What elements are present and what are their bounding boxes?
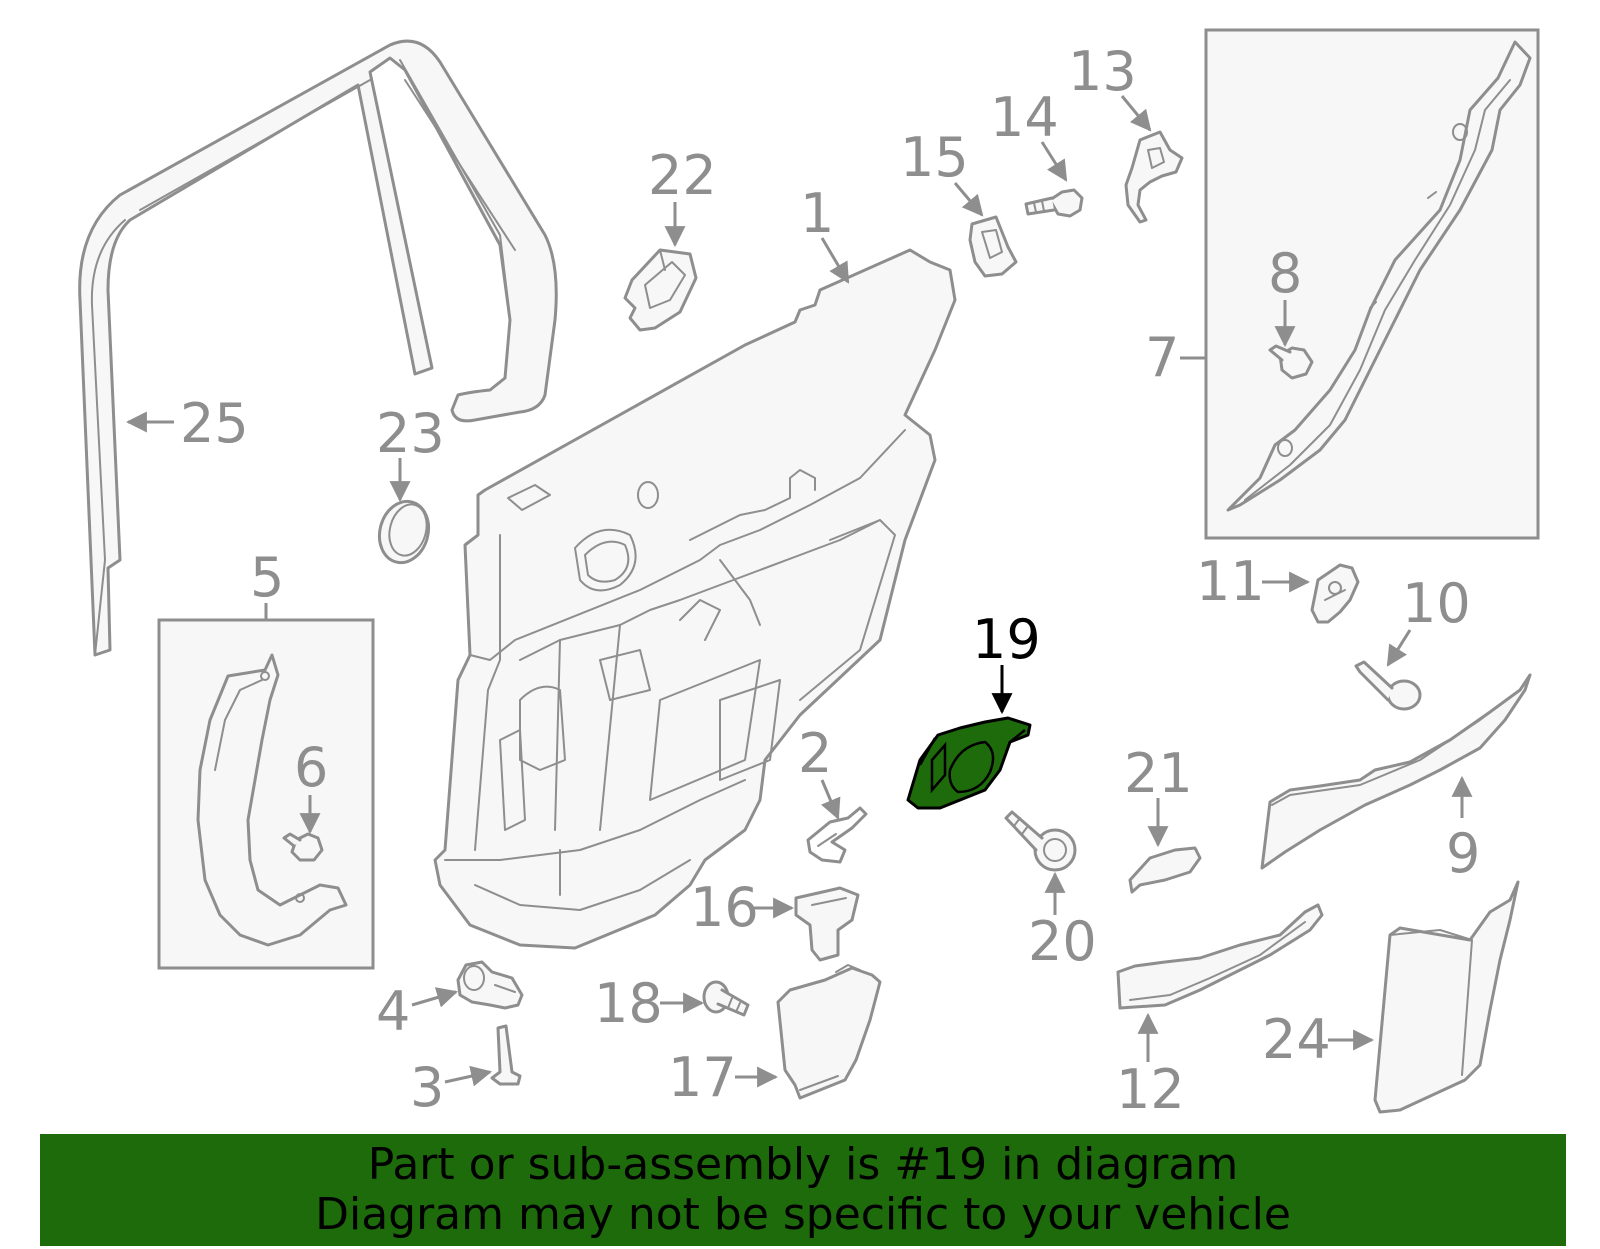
arrow-3 <box>444 1065 493 1087</box>
part-23-plug <box>377 499 431 565</box>
arrow-1 <box>820 237 850 284</box>
arrow-13 <box>1120 95 1152 132</box>
callout-2: 2 <box>798 722 832 785</box>
part-16-clip <box>794 886 860 962</box>
callout-22: 22 <box>648 144 717 207</box>
part-12-handle-trim <box>1116 903 1324 1010</box>
callout-5: 5 <box>250 546 284 609</box>
part-11-bracket <box>1310 563 1360 624</box>
part-22-bracket <box>623 248 698 332</box>
callout-7: 7 <box>1145 326 1179 389</box>
part-17-cover <box>776 964 882 1100</box>
part-25-window-channel <box>78 39 558 657</box>
callout-4: 4 <box>376 980 410 1043</box>
callout-20: 20 <box>1028 910 1097 973</box>
part-3-pin <box>490 1024 522 1086</box>
notice-banner: Part or sub-assembly is #19 in diagram D… <box>40 1134 1566 1246</box>
callout-17: 17 <box>668 1046 737 1109</box>
arrow-2 <box>820 779 841 820</box>
part-13-clip <box>1124 130 1184 224</box>
callout-19: 19 <box>972 608 1041 671</box>
part-9-trim <box>1260 673 1532 870</box>
part-5-assembly-box <box>157 618 375 970</box>
part-24-panel <box>1373 880 1520 1114</box>
arrow-4 <box>411 987 459 1008</box>
banner-line-part-number: Part or sub-assembly is #19 in diagram <box>367 1139 1239 1190</box>
part-1-door-trim-panel <box>433 248 957 950</box>
callout-arrows <box>125 95 1473 1088</box>
callout-12: 12 <box>1116 1058 1185 1121</box>
callout-14: 14 <box>990 86 1059 149</box>
callout-24: 24 <box>1262 1008 1331 1071</box>
part-7-assembly-box <box>1204 28 1540 540</box>
callout-18: 18 <box>594 972 663 1035</box>
callout-9: 9 <box>1446 822 1480 885</box>
part-15-clip <box>968 215 1018 278</box>
callout-21: 21 <box>1124 742 1193 805</box>
arrow-15 <box>953 182 984 217</box>
callout-15: 15 <box>900 126 969 189</box>
callout-11: 11 <box>1196 550 1265 613</box>
part-21-cap <box>1128 846 1202 894</box>
callout-1: 1 <box>800 182 834 245</box>
callout-23: 23 <box>376 402 445 465</box>
callout-10: 10 <box>1402 572 1471 635</box>
banner-line-disclaimer: Diagram may not be specific to your vehi… <box>315 1189 1291 1240</box>
callout-3: 3 <box>410 1056 444 1119</box>
part-14-screw <box>1024 188 1084 218</box>
callout-labels: 1 2 3 4 5 6 7 8 9 10 11 12 13 14 15 16 1… <box>180 40 1480 1121</box>
callout-16: 16 <box>690 876 759 939</box>
arrow-14 <box>1040 141 1068 182</box>
part-2-clip <box>806 806 868 864</box>
callout-13: 13 <box>1068 40 1137 103</box>
part-4-clip <box>456 960 524 1010</box>
part-19-inner-handle <box>906 716 1032 810</box>
part-10-bolt <box>1354 660 1422 711</box>
callout-8: 8 <box>1268 242 1302 305</box>
arrow-10 <box>1386 629 1412 667</box>
callout-25: 25 <box>180 392 249 455</box>
callout-6: 6 <box>294 736 328 799</box>
part-18-screw <box>702 980 750 1017</box>
part-20-screw <box>1004 810 1077 872</box>
